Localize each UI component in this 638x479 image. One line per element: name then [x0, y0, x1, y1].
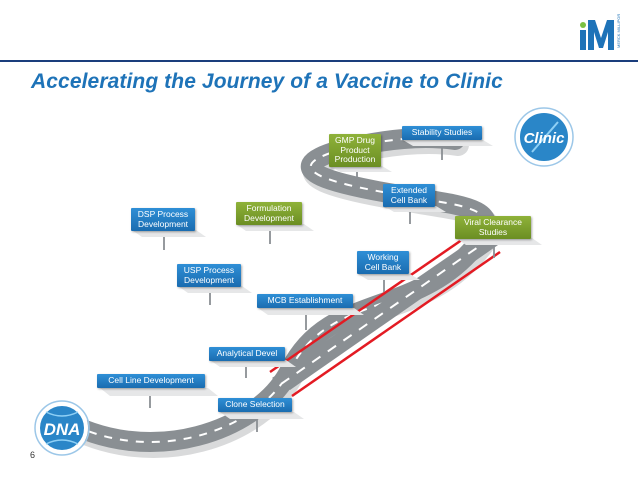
dna-badge: DNA: [34, 400, 90, 456]
step-cell-line-development: Cell Line Development: [97, 374, 205, 388]
step-usp-process-development: USP Process Development: [177, 264, 241, 287]
page-number: 6: [30, 450, 36, 460]
shortcut-red-line-lower: [291, 250, 501, 398]
step-gmp-drug-product-production: GMP Drug Product Production: [329, 134, 381, 167]
clinic-badge-label: Clinic: [524, 130, 565, 147]
step-analytical-development: Analytical Devel: [209, 347, 285, 361]
step-stability-studies: Stability Studies: [402, 126, 482, 140]
header-rule: [0, 60, 638, 62]
step-formulation-development: Formulation Development: [236, 202, 302, 225]
dna-badge-label: DNA: [44, 420, 81, 439]
page-title: Accelerating the Journey of a Vaccine to…: [31, 70, 503, 93]
step-dsp-process-development: DSP Process Development: [131, 208, 195, 231]
step-viral-clearance-studies: Viral Clearance Studies: [455, 216, 531, 239]
company-logo: MERCK MILLIPORE: [580, 14, 621, 50]
step-clone-selection: Clone Selection: [218, 398, 292, 412]
shortcut-center-line: [280, 237, 492, 385]
step-mcb-establishment: MCB Establishment: [257, 294, 353, 308]
svg-text:MERCK MILLIPORE: MERCK MILLIPORE: [616, 14, 621, 48]
sign-shadows: [100, 140, 542, 419]
step-extended-cell-bank: Extended Cell Bank: [383, 184, 435, 207]
shortcut-red-line-upper: [269, 224, 483, 374]
clinic-badge: Clinic: [514, 107, 574, 167]
step-working-cell-bank: Working Cell Bank: [357, 251, 409, 274]
